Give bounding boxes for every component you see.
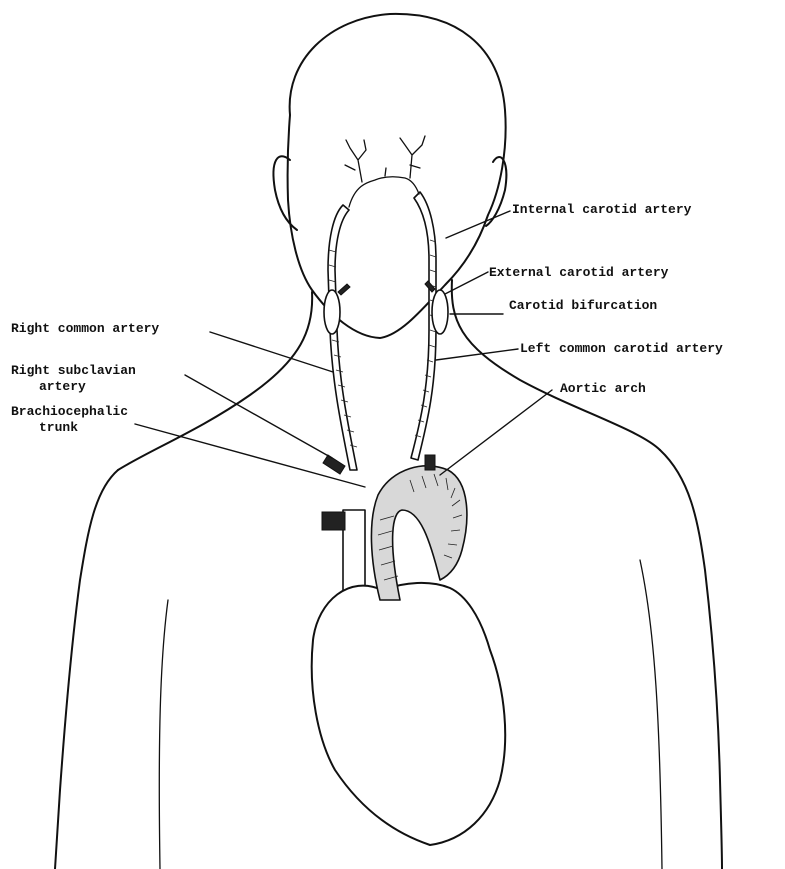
labels: Internal carotid artery External carotid…: [11, 202, 723, 435]
label-external-carotid: External carotid artery: [489, 265, 669, 280]
right-carotid-vessel: [328, 205, 357, 470]
label-carotid-bifurcation: Carotid bifurcation: [509, 298, 657, 313]
left-bifurcation-bulge: [432, 290, 448, 334]
cerebral-branches: [345, 136, 425, 182]
right-ear: [273, 156, 297, 230]
head-outline: [288, 14, 506, 338]
label-aortic-arch: Aortic arch: [560, 381, 646, 396]
label-left-common: Left common carotid artery: [520, 341, 723, 356]
left-shoulder-arm: [660, 450, 722, 869]
right-subclavian-stub: [323, 455, 345, 474]
leader-lines: [135, 211, 552, 487]
label-right-common: Right common artery: [11, 321, 159, 336]
leader-right-common: [210, 332, 333, 372]
vena-cava: [322, 512, 345, 530]
heart-group: [312, 455, 505, 845]
left-carotid-vessel: [411, 192, 436, 460]
skull-vessel-join: [349, 177, 419, 207]
leader-brachiocephalic: [135, 424, 365, 487]
carotid-vessels: [324, 136, 448, 470]
leader-left-common: [436, 349, 518, 360]
right-shoulder-arm: [55, 470, 118, 869]
label-right-subclavian-line1: Right subclavian: [11, 363, 136, 378]
label-internal-carotid: Internal carotid artery: [512, 202, 692, 217]
heart: [312, 583, 505, 845]
label-brachiocephalic-line2: trunk: [39, 420, 78, 435]
neck-right: [118, 292, 312, 470]
right-external-carotid-stub: [338, 284, 350, 295]
leader-aortic-arch: [440, 390, 552, 475]
leader-right-subclavian: [185, 375, 332, 458]
label-right-subclavian-line2: artery: [39, 379, 86, 394]
arch-branch-stub: [425, 455, 435, 470]
right-torso-line: [159, 600, 168, 869]
leader-internal-carotid: [446, 211, 510, 238]
label-brachiocephalic-line1: Brachiocephalic: [11, 404, 128, 419]
right-bifurcation-bulge: [324, 290, 340, 334]
left-torso-line: [640, 560, 662, 869]
